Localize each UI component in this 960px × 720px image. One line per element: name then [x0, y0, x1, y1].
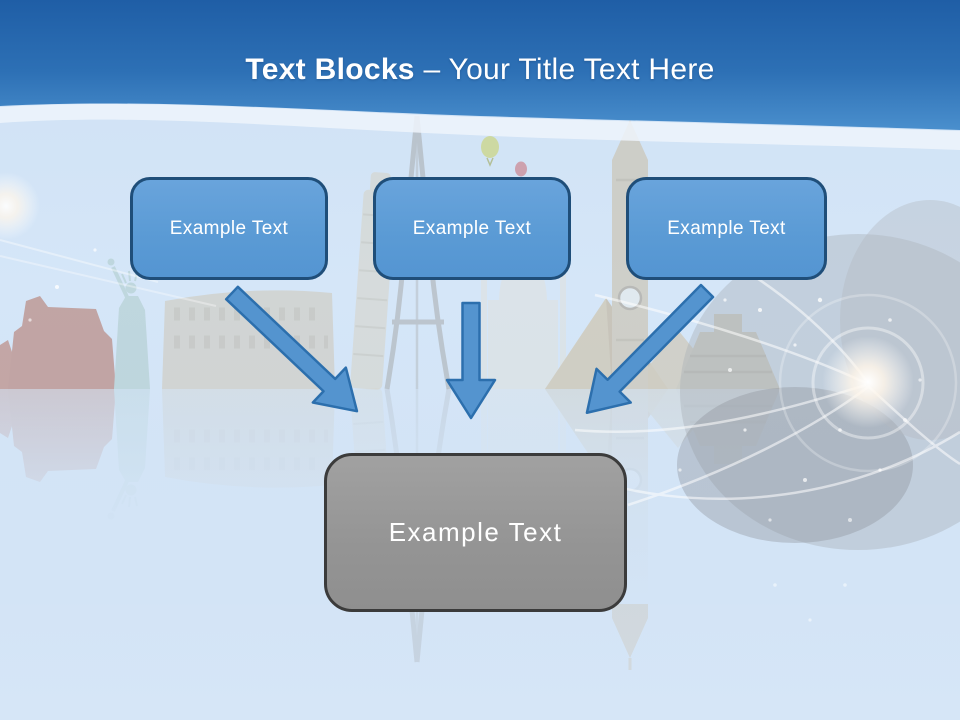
slide-title[interactable]: Text Blocks – Your Title Text Here — [0, 52, 960, 88]
text-block-top-right[interactable]: Example Text — [626, 177, 827, 280]
text-block-result[interactable]: Example Text — [324, 453, 627, 612]
statue-of-liberty — [107, 258, 150, 389]
sparkle-dots — [678, 297, 922, 622]
text-block-label: Example Text — [412, 217, 532, 239]
header-underwave — [0, 104, 960, 150]
hot-air-balloons — [481, 136, 527, 177]
slide-title-emphasis: Text Blocks — [245, 53, 415, 86]
header-band — [0, 0, 960, 130]
header-wave-band — [0, 0, 960, 150]
text-block-label: Example Text — [667, 217, 786, 239]
text-block-top-center[interactable]: Example Text — [373, 177, 571, 280]
text-block-label: Example Text — [388, 517, 563, 547]
text-block-top-left[interactable]: Example Text — [130, 177, 328, 280]
monument-valley-butte — [0, 296, 116, 389]
text-block-label: Example Text — [169, 217, 289, 239]
slide-title-rest: – Your Title Text Here — [423, 53, 715, 86]
sun-glow — [0, 172, 217, 322]
camera-lens-light-glow — [559, 200, 960, 622]
colosseum — [162, 290, 335, 389]
